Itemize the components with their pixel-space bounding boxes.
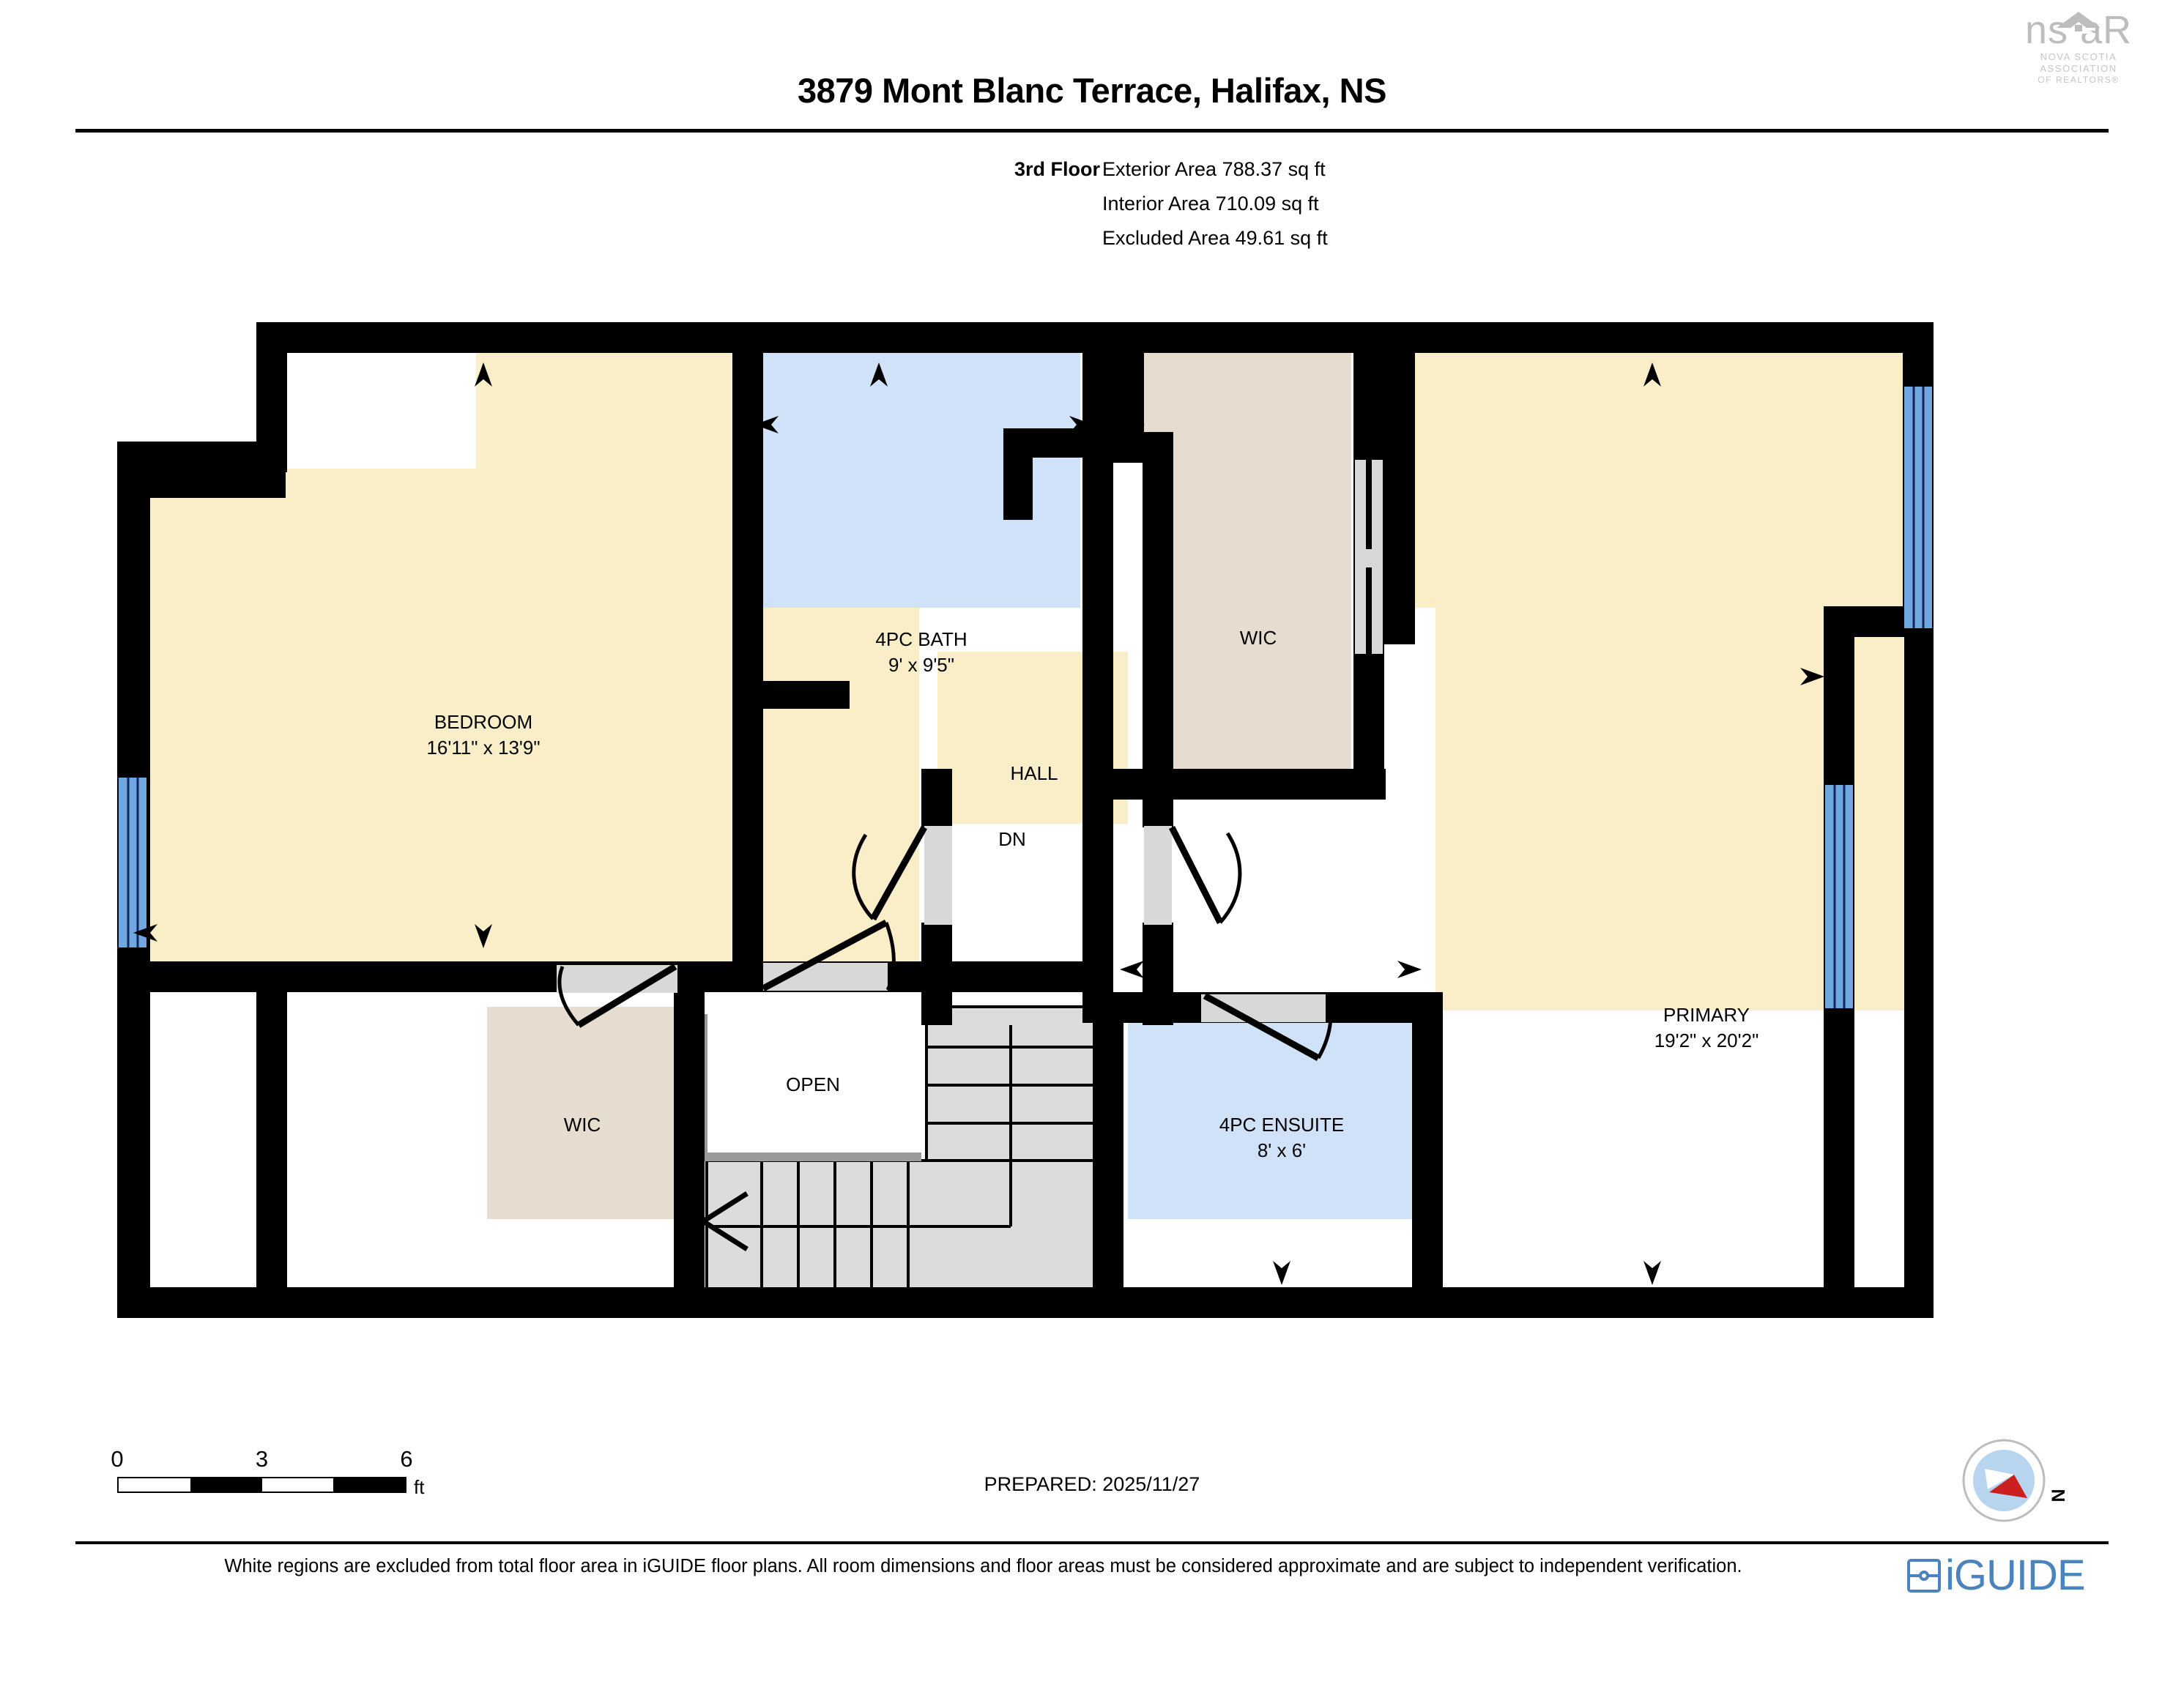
wall-bath-left [732,322,763,992]
dim-arrow-ensuite-right [1397,961,1422,978]
label-primary-name: PRIMARY [1663,1004,1750,1026]
door-4pc-bath [761,920,896,991]
room-fill-wic-top [1143,351,1351,776]
wall-stair-left [674,992,705,1318]
scale-ticks: 0 3 6 [111,1446,412,1477]
title-divider [75,129,2109,133]
compass-inner-disc [1973,1450,2035,1511]
dim-arrow-ensuite-down [1273,1261,1290,1285]
room-fill-bedroom-lower [150,608,919,992]
nsar-logo-wordmark: ns aR [2025,9,2132,51]
nsar-logo-subtitle-2: OF REALTORS® [2038,75,2120,85]
excluded-area-text: Excluded Area 49.61 sq ft [1102,227,1328,249]
dim-arrow-bedroom-up [475,362,492,387]
wall-wic-bottom-left [256,961,287,1318]
dimension-arrows [133,362,1824,1285]
dim-arrow-bedroom-left [133,924,157,942]
door-hall-left [852,825,952,925]
footer-divider [75,1541,2109,1544]
room-fill-wic-bottom [487,1007,677,1219]
compass-rose [1962,1439,2046,1522]
label-bedroom-dims: 16'11" x 13'9" [426,737,540,759]
prepared-date: PREPARED: 2025/11/27 [984,1473,1200,1495]
excluded-region-top-left [286,351,476,469]
scale-tick-0: 0 [111,1446,124,1472]
dim-arrow-primary-up [1643,362,1661,387]
label-hall: HALL [1010,762,1058,784]
house-chimney-icon [2074,25,2082,31]
scale-tick-6: 6 [400,1446,413,1472]
scale-tick-3: 3 [255,1446,269,1472]
window-primary-upper-right [1904,387,1932,628]
dim-arrow-ensuite-left [1120,961,1144,978]
label-primary-dims: 19'2" x 20'2" [1654,1029,1759,1051]
area-summary: 3rd Floor Exterior Area 788.37 sq ft Int… [1014,152,1328,256]
dim-arrow-primary-down [1643,1261,1661,1285]
window-primary-lower-right [1825,785,1853,1008]
nsar-logo: ns aR NOVA SCOTIA ASSOCIATION OF REALTOR… [2005,9,2152,85]
room-fill-4pc-ensuite [1128,1007,1435,1219]
doors [557,460,1383,1061]
wall-bath-stub-v [1003,428,1033,520]
wall-hall-left2 [921,923,952,1025]
dim-arrow-primary-right [1800,668,1824,685]
wall-bath-stub-left [732,681,850,709]
dim-arrow-bedroom-down [475,924,492,948]
wall-wic-top-left3 [1143,432,1173,791]
door-wic-bottom [557,964,677,1028]
dim-arrow-bath-left [754,416,779,433]
window-bedroom-left [119,778,146,947]
dim-arrow-wic-top-in [1121,416,1145,433]
wall-primary-left [1384,322,1415,644]
wall-hall-right [1143,769,1173,827]
label-bedroom-name: BEDROOM [434,711,532,733]
page-title: 3879 Mont Blanc Terrace, Halifax, NS [798,71,1386,110]
nsar-logo-subtitle-1: NOVA SCOTIA ASSOCIATION [2040,51,2117,74]
stair-treads [707,1025,1095,1291]
windows [119,387,1932,1008]
wall-hall-left [921,769,952,827]
door-4pc-ensuite [1201,993,1333,1061]
label-open: OPEN [786,1073,840,1095]
floor-label: 3rd Floor [1014,158,1101,180]
compass-needle-north [1989,1475,2027,1498]
scale-segment-2 [190,1478,262,1492]
label-bath-name: 4PC BATH [875,628,967,650]
label-wic-bottom: WIC [564,1114,601,1136]
wall-stair-right [1093,992,1123,1318]
scale-bar-graphic [117,1477,406,1493]
scale-bar: 0 3 6 [111,1446,413,1493]
iguide-mark-icon [1907,1559,1941,1593]
footer-disclaimer: White regions are excluded from total fl… [224,1556,1742,1576]
room-fill-4pc-bath-body [762,351,1080,608]
room-labels: BEDROOM 16'11" x 13'9" 4PC BATH 9' x 9'5… [426,627,1758,1161]
room-fills [150,351,1904,1219]
compass-north-label: N [2047,1489,2068,1502]
door-wic-top [1355,460,1383,654]
dim-arrow-bath-right [1069,416,1093,433]
excluded-region-open [707,1014,919,1157]
wall-ensuite-right [1412,992,1443,1318]
iguide-logo: iGUIDE [1907,1552,2086,1599]
exterior-area-text: Exterior Area 788.37 sq ft [1102,158,1326,180]
wall-bottom [117,1287,1934,1318]
iguide-logo-text: iGUIDE [1945,1552,2086,1599]
label-hall-dn: DN [998,828,1026,850]
label-bath-dims: 9' x 9'5" [888,654,954,676]
scale-unit-label: ft [414,1476,425,1498]
label-ensuite-dims: 8' x 6' [1258,1139,1306,1161]
excluded-region-bottom-left [289,1007,487,1219]
interior-area-text: Interior Area 710.09 sq ft [1102,193,1319,215]
staircase [698,1005,1096,1292]
scale-segment-4 [333,1478,405,1492]
label-ensuite-name: 4PC ENSUITE [1219,1114,1345,1136]
dim-arrow-bath-up [870,362,888,387]
door-hall-right [1144,825,1242,925]
label-wic-top: WIC [1240,627,1277,649]
compass-needle-south [1985,1469,2014,1489]
floorplan-drawing: BEDROOM 16'11" x 13'9" 4PC BATH 9' x 9'5… [0,293,2184,1391]
